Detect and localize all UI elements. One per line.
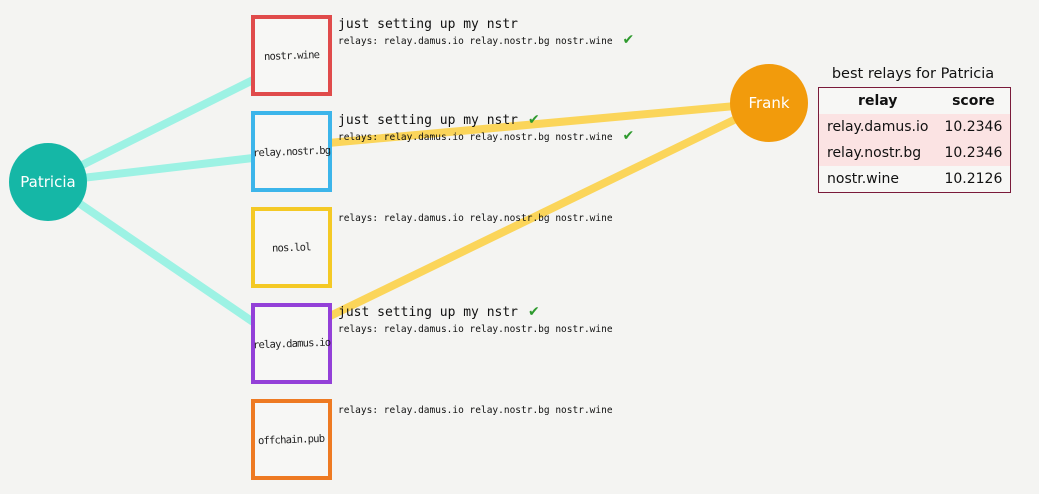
relay-box-offchain-pub[interactable]: offchain.pub bbox=[251, 399, 332, 480]
relay-label: nos.lol bbox=[271, 240, 312, 255]
relay-cell: nostr.wine bbox=[827, 171, 899, 187]
note-text: just setting up my nstr bbox=[338, 113, 519, 128]
user-node-frank[interactable]: Frank bbox=[730, 64, 808, 142]
column-header-relay: relay bbox=[858, 93, 898, 109]
table-header-row: relay score bbox=[819, 88, 1011, 115]
relay-box-nostr-wine[interactable]: nostr.wine bbox=[251, 15, 332, 96]
check-icon: ✔ bbox=[528, 112, 540, 128]
score-cell: 10.2126 bbox=[944, 171, 1003, 187]
note-relay-nostr-bg: just setting up my nstr ✔ relays: relay.d… bbox=[338, 111, 634, 143]
note-relays: relays: relay.damus.io relay.nostr.bg no… bbox=[338, 132, 613, 143]
check-icon: ✔ bbox=[528, 304, 540, 320]
relay-label: relay.damus.io bbox=[252, 336, 331, 351]
relay-box-nos-lol[interactable]: nos.lol bbox=[251, 207, 332, 288]
relay-cell: relay.damus.io bbox=[818, 114, 937, 140]
column-header-score: score bbox=[952, 93, 995, 109]
note-nos-lol: relays: relay.damus.io relay.nostr.bg no… bbox=[338, 207, 623, 224]
link-patricia-relay-damus-io bbox=[45, 178, 256, 326]
relay-label: relay.nostr.bg bbox=[252, 144, 331, 159]
relay-label: offchain.pub bbox=[258, 432, 325, 447]
relay-box-relay-nostr-bg[interactable]: relay.nostr.bg bbox=[251, 111, 332, 192]
note-text: just setting up my nstr bbox=[338, 17, 519, 32]
user-node-patricia[interactable]: Patricia bbox=[9, 143, 87, 221]
note-nostr-wine: just setting up my nstr relays: relay.da… bbox=[338, 15, 634, 47]
table-row: relay.nostr.bg 10.2346 bbox=[818, 140, 1011, 166]
note-offchain-pub: relays: relay.damus.io relay.nostr.bg no… bbox=[338, 399, 623, 416]
relay-label: nostr.wine bbox=[263, 48, 320, 63]
note-relays: relays: relay.damus.io relay.nostr.bg no… bbox=[338, 405, 613, 416]
note-text: just setting up my nstr bbox=[338, 305, 519, 320]
note-relays: relays: relay.damus.io relay.nostr.bg no… bbox=[338, 36, 613, 47]
table-row: relay.damus.io 10.2346 bbox=[818, 114, 1011, 140]
relay-box-relay-damus-io[interactable]: relay.damus.io bbox=[251, 303, 332, 384]
check-icon: ✔ bbox=[622, 32, 635, 48]
table-title: best relays for Patricia bbox=[831, 66, 995, 82]
note-relay-damus-io: just setting up my nstr ✔ relays: relay.d… bbox=[338, 303, 623, 335]
score-cell: 10.2346 bbox=[936, 114, 1011, 140]
best-relays-table: relay score relay.damus.io 10.2346 relay… bbox=[818, 87, 1012, 193]
relay-cell: relay.nostr.bg bbox=[818, 140, 937, 166]
table-row: nostr.wine 10.2126 bbox=[819, 166, 1011, 193]
user-label-patricia: Patricia bbox=[20, 173, 76, 191]
link-frank-relay-damus-io bbox=[326, 99, 771, 321]
note-relays: relays: relay.damus.io relay.nostr.bg no… bbox=[338, 213, 613, 224]
check-icon: ✔ bbox=[622, 128, 635, 144]
note-relays: relays: relay.damus.io relay.nostr.bg no… bbox=[338, 324, 613, 335]
link-frank-relay-nostr-bg bbox=[327, 99, 770, 147]
score-cell: 10.2346 bbox=[936, 140, 1011, 166]
user-label-frank: Frank bbox=[748, 94, 790, 112]
